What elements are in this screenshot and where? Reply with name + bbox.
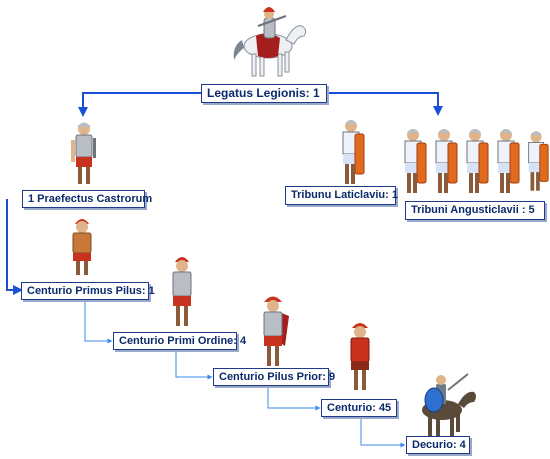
centurion-icon [350, 323, 370, 390]
tribune-soldier-icon [342, 120, 365, 184]
pilus-prior-to-centurio-line [267, 386, 321, 411]
mounted-legatus-icon [233, 7, 307, 77]
tribune-soldier-icon [497, 129, 520, 193]
centurion-icon [172, 257, 192, 326]
cavalry-decurio-icon [422, 373, 476, 436]
praefectus-to-primus-pilus-line [6, 199, 23, 295]
centurio-to-decurio-line [360, 417, 406, 448]
tribune-soldier-icon [466, 129, 489, 193]
legatus-to-praefectus-line [78, 92, 201, 117]
node-legatus-legionis: Legatus Legionis: 1 [201, 84, 327, 103]
node-centurio-primi-ordine: Centurio Primi Ordine: 4 [113, 332, 246, 350]
major-connectors [6, 92, 443, 295]
tribune-soldier-icon [404, 129, 427, 193]
tribune-soldier-icon [435, 129, 458, 193]
praefectus-soldier-icon [71, 122, 96, 184]
primi-ordine-to-pilus-prior-line [175, 350, 213, 380]
primus-pilus-to-primi-ordine-line [84, 300, 113, 344]
node-tribuni-angusticlavii: Tribuni Angusticlavii : 5 [405, 201, 545, 220]
legatus-to-tribunes-line [327, 92, 443, 116]
node-praefectus-castrorum: 1 Praefectus Castrorum [22, 190, 152, 208]
minor-connectors [84, 300, 406, 448]
centurion-icon [263, 296, 289, 366]
centurion-icon [72, 219, 92, 275]
tribune-soldier-icon [528, 131, 549, 191]
node-centurio: Centurio: 45 [321, 399, 397, 417]
node-tribunus-laticlavius: Tribunu Laticlaviu: 1 [285, 186, 398, 205]
node-centurio-pilus-prior: Centurio Pilus Prior: 9 [213, 368, 335, 386]
node-centurio-primus-pilus: Centurio Primus Pilus: 1 [21, 282, 155, 300]
node-decurio: Decurio: 4 [406, 436, 470, 454]
